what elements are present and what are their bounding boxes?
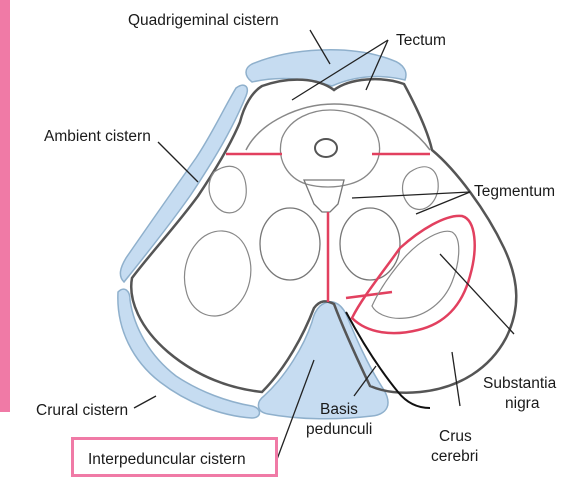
leader-crural: [134, 396, 156, 408]
leader-crus: [452, 352, 460, 406]
crural-cistern-shape: [118, 289, 260, 418]
cerebral-aqueduct: [315, 139, 337, 157]
ambient-cistern-shape: [120, 85, 247, 282]
leader-ambient: [158, 142, 198, 182]
label-crural-cistern: Crural cistern: [36, 401, 128, 420]
label-tegmentum: Tegmentum: [474, 182, 555, 201]
substantia-nigra-outline: [352, 216, 475, 333]
red-nucleus-right: [340, 208, 400, 280]
label-basis: Basis: [320, 400, 358, 419]
label-ambient-cistern: Ambient cistern: [44, 127, 151, 146]
label-nigra: nigra: [505, 394, 539, 413]
leader-substantia: [440, 254, 514, 334]
left-crus-outline: [184, 231, 250, 316]
label-tectum: Tectum: [396, 31, 446, 50]
label-pedunculi: pedunculi: [306, 420, 372, 439]
label-interpeduncular-cistern: Interpeduncular cistern: [88, 450, 246, 469]
leader-tegmentum: [352, 192, 470, 198]
leader-tegmentum-2: [416, 192, 470, 214]
label-cerebri: cerebri: [431, 447, 478, 466]
label-substantia: Substantia: [483, 374, 556, 393]
periaqueductal-gray: [280, 110, 379, 187]
right-lateral-nuclei: [403, 167, 439, 210]
label-crus: Crus: [439, 427, 472, 446]
red-nucleus-left: [260, 208, 320, 280]
label-quadrigeminal-cistern: Quadrigeminal cistern: [128, 11, 279, 30]
left-lateral-nuclei: [209, 166, 246, 212]
